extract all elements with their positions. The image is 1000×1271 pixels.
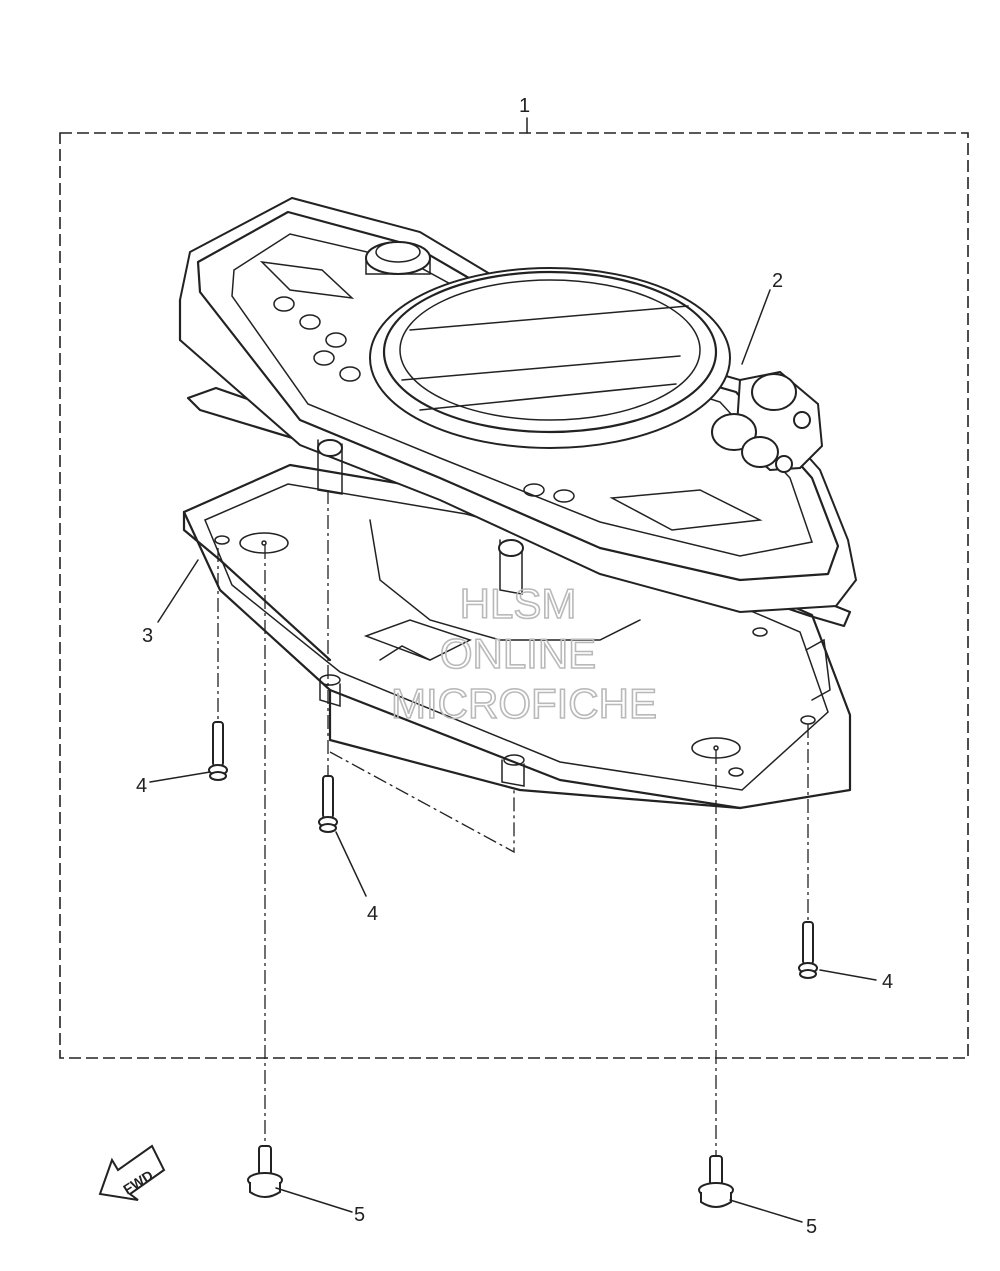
leader-4b bbox=[335, 831, 367, 897]
leader-2 bbox=[741, 289, 771, 365]
svg-text:ONLINE: ONLINE bbox=[440, 630, 596, 677]
screw-4a bbox=[208, 721, 228, 781]
screw-5b bbox=[698, 1155, 734, 1208]
leader-3 bbox=[157, 559, 199, 623]
leader-4c bbox=[819, 969, 877, 981]
screw-4c bbox=[798, 921, 818, 979]
callout-4b: 4 bbox=[367, 903, 378, 925]
assembly-boundary bbox=[59, 132, 969, 1059]
screw-4b bbox=[318, 775, 338, 833]
svg-text:MICROFICHE: MICROFICHE bbox=[391, 680, 657, 727]
callout-4c: 4 bbox=[882, 971, 893, 993]
screw-5a bbox=[247, 1145, 283, 1198]
callout-5a: 5 bbox=[354, 1204, 365, 1226]
watermark: HLSM ONLINE MICROFICHE bbox=[390, 579, 658, 728]
callout-1: 1 bbox=[519, 95, 530, 117]
centerline-bracket bbox=[329, 751, 515, 854]
fwd-arrow-icon: FWD bbox=[98, 1144, 166, 1201]
callout-5b: 5 bbox=[806, 1216, 817, 1238]
meter-housing bbox=[178, 196, 858, 641]
leader-5a bbox=[275, 1187, 353, 1213]
callout-3: 3 bbox=[142, 625, 153, 647]
callout-4a: 4 bbox=[136, 775, 147, 797]
callout-2: 2 bbox=[772, 270, 783, 292]
svg-text:HLSM: HLSM bbox=[460, 580, 577, 627]
leader-5b bbox=[729, 1199, 803, 1223]
leader-4a bbox=[149, 771, 211, 783]
